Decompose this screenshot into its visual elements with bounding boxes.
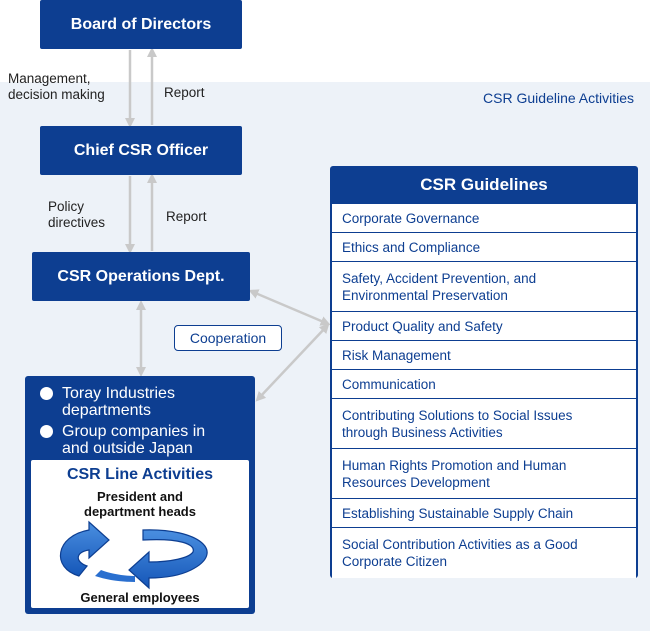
guideline-item: Risk Management (332, 341, 636, 370)
report-label-upper: Report (164, 85, 205, 100)
general-employees-label: General employees (80, 590, 200, 605)
bullet-dot (40, 425, 53, 438)
csr-operations-dept-box: CSR Operations Dept. (32, 252, 250, 301)
guideline-item: Product Quality and Safety (332, 312, 636, 341)
panel-title: CSR Guideline Activities (483, 90, 634, 106)
policy-label-line1: Policy (48, 199, 85, 214)
guideline-item: Communication (332, 370, 636, 399)
csr-guidelines-title: CSR Guidelines (420, 175, 548, 194)
arrow-block-guidelines (255, 323, 330, 402)
cycle-arrows-icon (60, 520, 208, 590)
management-label-line2: decision making (8, 87, 105, 102)
management-label-line1: Management, (8, 71, 91, 86)
board-of-directors-box: Board of Directors (40, 0, 242, 49)
arrow-ops-guidelines (248, 289, 331, 326)
bullet-dot (40, 387, 53, 400)
csr-guidelines-panel: CSR Guidelines Corporate Governance Ethi… (330, 166, 638, 578)
csr-line-activities-title: CSR Line Activities (66, 466, 214, 483)
guideline-item: Corporate Governance (332, 204, 636, 233)
chief-csr-officer-box: Chief CSR Officer (40, 126, 242, 175)
report-label-lower: Report (166, 209, 207, 224)
cooperation-tag: Cooperation (174, 325, 282, 351)
csr-guidelines-list: Corporate Governance Ethics and Complian… (332, 204, 636, 578)
guideline-item: Social Contribution Activities as a Good… (342, 537, 578, 569)
policy-label-line2: directives (48, 215, 106, 230)
guideline-item: Ethics and Compliance (332, 233, 636, 262)
guideline-item: Establishing Sustainable Supply Chain (332, 499, 636, 528)
